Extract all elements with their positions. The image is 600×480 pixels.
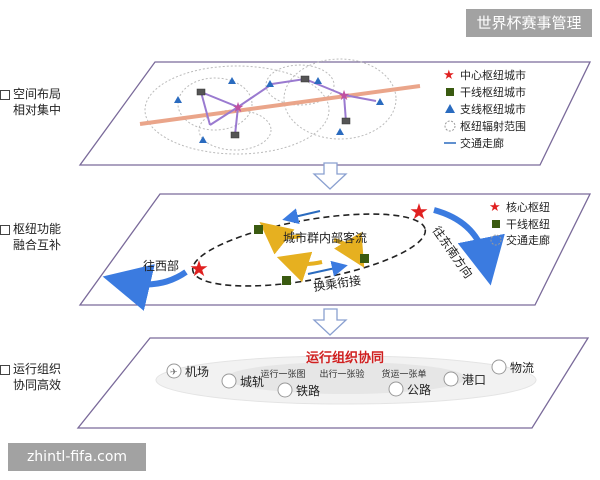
layer3-label-line1: 运行组织 [13,362,62,376]
sub-map: 运行一张图 [260,368,305,380]
svg-text:✈: ✈ [170,368,178,378]
layer1-label-line2: 相对集中 [13,103,62,117]
legend-radiation: 枢纽辐射范围 [460,119,526,133]
legend-trunk-hub: 干线枢纽 [506,217,550,231]
southeast-arrow-icon [433,207,505,286]
star-icon: ★ [489,200,501,215]
airport-icon [166,363,182,379]
mode-port: 港口 [462,373,486,387]
layer3-panel: 运行组织协同 运行一张图 出行一张验 货运一张单 ✈ 机场 城轨 铁路 公路 港… [76,337,590,429]
layer1-label-line1: 空间布局 [13,87,62,101]
sub-travel: 出行一张验 [319,368,364,380]
layer1-panel: ★ ★ [78,58,592,166]
mode-railway: 铁路 [296,383,320,398]
layer3-label-line2: 协同高效 [13,378,62,392]
down-arrow-icon [312,308,348,336]
legend-center-hub: 中心枢纽城市 [460,68,526,82]
mode-highway: 公路 [407,382,431,397]
layer2-label-line1: 枢纽功能 [13,222,62,236]
bullet-box-icon [0,224,10,235]
legend-core-hub: 核心枢纽 [506,200,550,214]
core-hub-star-icon: ★ [409,200,429,225]
layer3-side-label: 运行组织 协同高效 [0,361,61,393]
west-label: 往西部 [143,258,179,273]
bullet-box-icon [0,364,10,375]
mode-intercity: 城轨 [240,375,264,389]
logistics-icon [491,359,507,375]
west-arrow-icon [102,264,188,311]
port-icon [443,371,459,387]
square-icon [492,220,500,228]
intercity-flow-label: 城市群内部客流 [283,230,367,245]
layer2-legend: ★ 核心枢纽 干线枢纽 交通走廊 [489,200,550,247]
layer2-panel: ★ ★ 城市群内部客流 换乘衔接 往西部 往东南方向 [78,193,592,311]
bullet-box-icon [0,89,10,100]
core-hub-star-icon: ★ [189,257,209,282]
dashed-circle-icon [490,234,502,246]
layer1-legend: ★ 中心枢纽城市 干线枢纽城市 支线枢纽城市 枢纽辐射范围 交通走廊 [443,68,526,150]
mode-airport: 机场 [185,365,209,379]
dashed-circle-icon [444,120,456,132]
center-hub-star-icon: ★ [232,100,245,116]
down-arrow-icon [312,162,348,190]
watermark-top: 世界杯赛事管理 [466,9,592,37]
layer1-side-label: 空间布局 相对集中 [0,86,61,118]
trunk-hub-node [254,225,263,234]
trunk-hub-node [360,254,369,263]
center-hub-star-icon: ★ [338,88,351,104]
intercity-rail-icon [221,373,237,389]
square-icon [446,88,454,96]
highway-icon [388,381,404,397]
legend-corridor: 交通走廊 [506,233,550,247]
star-icon: ★ [443,68,455,83]
legend-corridor: 交通走廊 [460,136,504,150]
layer2-side-label: 枢纽功能 融合互补 [0,221,61,253]
sub-freight: 货运一张单 [381,368,426,380]
railway-icon [277,382,293,398]
watermark-bottom: zhintl-fifa.com [8,443,146,471]
legend-trunk-hub: 干线枢纽城市 [460,85,526,99]
trunk-hub-node [282,276,291,285]
layer2-label-line2: 融合互补 [13,238,62,252]
triangle-icon [445,104,455,113]
coordination-title: 运行组织协同 [306,350,384,366]
legend-branch-hub: 支线枢纽城市 [460,102,526,116]
transfer-label: 换乘衔接 [312,272,362,294]
mode-logistics: 物流 [510,361,534,375]
